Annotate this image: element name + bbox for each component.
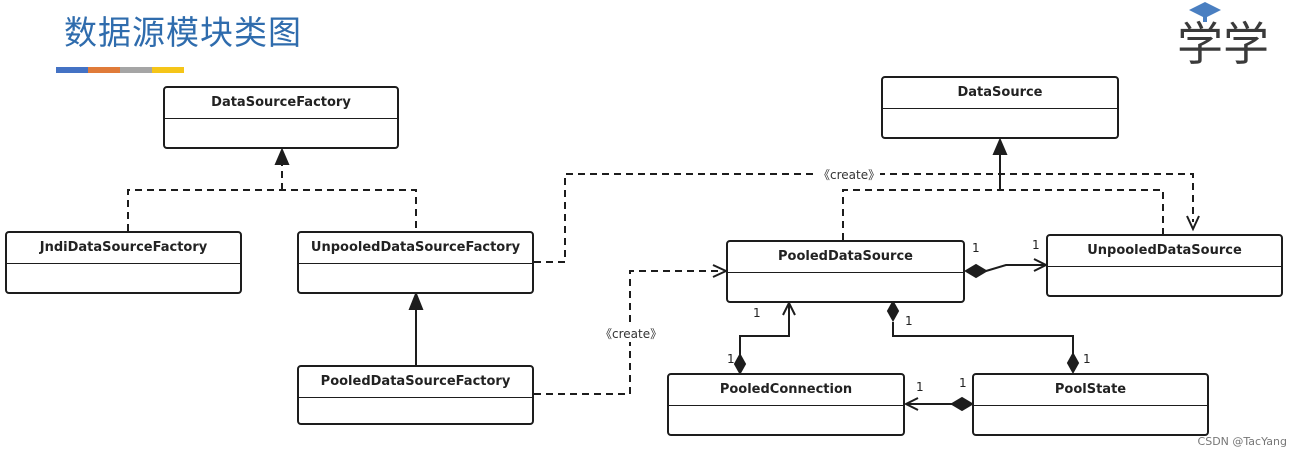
assoc-pds-ps-top-diamond xyxy=(886,299,900,323)
jndi-realization-line xyxy=(127,189,417,231)
class-unpooled-data-source-factory[interactable]: UnpooledDataSourceFactory xyxy=(297,231,534,294)
multiplicity-label: 1 xyxy=(1032,238,1040,252)
logo-text: 学学 xyxy=(1177,17,1269,68)
multiplicity-label: 1 xyxy=(753,306,761,320)
class-pooled-data-source[interactable]: PooledDataSource xyxy=(726,240,965,303)
create-label-bottom: 《create》 xyxy=(600,325,663,342)
stripe-blue xyxy=(56,67,88,73)
class-name: PooledDataSource xyxy=(728,242,963,273)
assoc-pds-ps-bottom-diamond xyxy=(1066,351,1080,375)
class-name: PooledConnection xyxy=(669,375,903,406)
class-pooled-data-source-factory[interactable]: PooledDataSourceFactory xyxy=(297,365,534,425)
class-name: PooledDataSourceFactory xyxy=(299,367,532,398)
assoc-pds-pc xyxy=(739,305,790,358)
stripe-yellow xyxy=(152,67,184,73)
page-title: 数据源模块类图 xyxy=(64,13,302,52)
multiplicity-label: 1 xyxy=(972,241,980,255)
assoc-pds-pc-diamond xyxy=(733,352,747,376)
title-underline-stripes xyxy=(56,67,184,73)
multiplicity-label: 1 xyxy=(1083,352,1091,366)
pooled-factory-inheritance-arrow xyxy=(408,291,424,310)
class-name: UnpooledDataSource xyxy=(1048,236,1281,267)
multiplicity-label: 1 xyxy=(959,376,967,390)
composition-pds-uds-diamond xyxy=(964,263,988,279)
class-name: PoolState xyxy=(974,375,1207,406)
class-jndi-data-source-factory[interactable]: JndiDataSourceFactory xyxy=(5,231,242,294)
factory-realization-arrow xyxy=(274,147,290,165)
multiplicity-label: 1 xyxy=(916,380,924,394)
class-name: JndiDataSourceFactory xyxy=(7,233,240,264)
multiplicity-label: 1 xyxy=(905,314,913,328)
assoc-pds-ps xyxy=(892,322,1074,356)
class-pool-state[interactable]: PoolState xyxy=(972,373,1209,436)
watermark: CSDN @TacYang xyxy=(1197,435,1287,448)
class-data-source-factory[interactable]: DataSourceFactory xyxy=(163,86,399,149)
composition-ps-pc-diamond xyxy=(950,396,974,412)
datasource-realization-arrow xyxy=(992,137,1008,155)
class-pooled-connection[interactable]: PooledConnection xyxy=(667,373,905,436)
datasource-realization-line xyxy=(842,189,1164,240)
composition-pds-uds xyxy=(985,264,1044,272)
assoc-pds-pc-arrow xyxy=(782,300,796,316)
create-label-top: 《create》 xyxy=(818,166,881,183)
brand-logo: 学学 xyxy=(1177,2,1269,68)
create-dependency-top-arrow xyxy=(1186,215,1200,232)
class-name: DataSourceFactory xyxy=(165,88,397,119)
stripe-orange xyxy=(88,67,120,73)
multiplicity-label: 1 xyxy=(727,352,735,366)
stripe-gray xyxy=(120,67,152,73)
class-name: DataSource xyxy=(883,78,1117,109)
class-name: UnpooledDataSourceFactory xyxy=(299,233,532,264)
create-dependency-top xyxy=(534,173,1194,263)
composition-ps-pc-arrow xyxy=(903,397,919,411)
class-data-source[interactable]: DataSource xyxy=(881,76,1119,139)
class-unpooled-data-source[interactable]: UnpooledDataSource xyxy=(1046,234,1283,297)
